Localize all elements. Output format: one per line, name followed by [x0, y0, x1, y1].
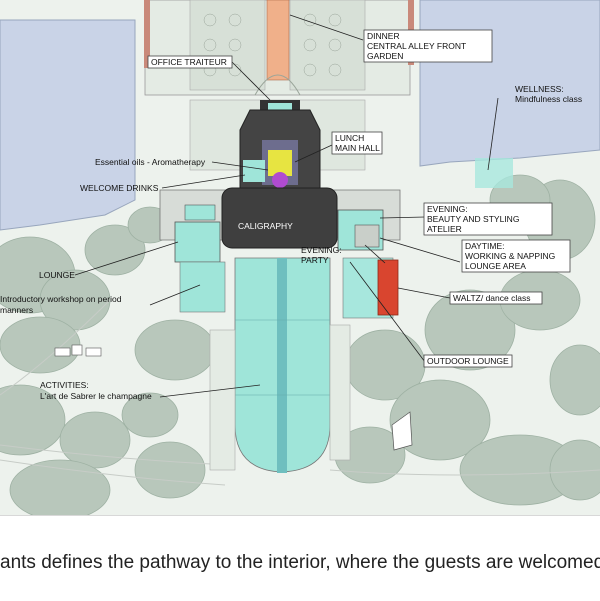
caligraphy-label: CALIGRAPHY [238, 221, 293, 231]
label-daytime: DAYTIME: WORKING & NAPPING LOUNGE AREA [461, 239, 571, 273]
right-lake [419, 0, 600, 167]
label-activities: ACTIVITIES: L'art de Sabrer le champagne [40, 380, 152, 401]
entrance-pool [268, 103, 292, 111]
label-lunch: LUNCH MAIN HALL [331, 131, 383, 155]
site-plan: DINNER CENTRAL ALLEY FRONT GARDEN OFFICE… [0, 0, 600, 515]
parterre-right [289, 0, 366, 91]
label-workshop: Introductory workshop on period manners [0, 294, 122, 315]
activities-line-2: L'art de Sabrer le champagne [40, 391, 152, 401]
wellness-line-2: Mindfulness class [515, 94, 582, 104]
lunch-line-2: MAIN HALL [335, 143, 380, 153]
label-dinner: DINNER CENTRAL ALLEY FRONT GARDEN [363, 29, 493, 63]
lounge-room [174, 221, 221, 263]
waltz-text: WALTZ/ dance class [453, 293, 530, 303]
evening-party-line-1: EVENING: [301, 245, 342, 255]
alley-arc [254, 74, 301, 96]
allee-right [329, 324, 351, 461]
waltz-floor [377, 259, 399, 316]
evening-beauty-line-2: BEAUTY AND STYLING [427, 214, 519, 224]
activities-line-1: ACTIVITIES: [40, 380, 89, 390]
atelier-fountain [354, 224, 380, 248]
evening-beauty-line-1: EVENING: [427, 204, 468, 214]
daytime-line-2: WORKING & NAPPING [465, 251, 555, 261]
label-waltz: WALTZ/ dance class [449, 291, 543, 305]
outdoor-lounge-text: OUTDOOR LOUNGE [427, 356, 509, 366]
welcome-room [243, 160, 265, 182]
left-lake [0, 19, 136, 231]
dinner-line-2: CENTRAL ALLEY FRONT [367, 41, 466, 51]
welcome-drinks-label: WELCOME DRINKS [80, 183, 159, 193]
wellness-line-1: WELLNESS: [515, 84, 564, 94]
garden-paths [0, 299, 600, 486]
evening-party-line-2: PARTY [301, 255, 329, 265]
label-evening-beauty: EVENING: BEAUTY AND STYLING ATELIER [423, 202, 553, 236]
lunch-area [268, 150, 292, 176]
label-office-traiteur: OFFICE TRAITEUR [147, 55, 233, 69]
pavilion [391, 411, 413, 451]
central-canal [277, 258, 287, 473]
evening-beauty-line-3: ATELIER [427, 224, 462, 234]
hedge-left [144, 0, 150, 68]
essential-oils-label: Essential oils - Aromatherapy [95, 157, 206, 167]
label-wellness: WELLNESS: Mindfulness class [515, 84, 582, 104]
daytime-line-3: LOUNGE AREA [465, 261, 526, 271]
caption-strip [0, 515, 600, 601]
label-outdoor-lounge: OUTDOOR LOUNGE [423, 354, 513, 368]
allee-left [209, 329, 236, 471]
dinner-line-3: GARDEN [367, 51, 403, 61]
central-alley [266, 0, 290, 81]
parterre-left [189, 0, 266, 91]
caligraphy-hall [221, 187, 338, 249]
leader-lines [74, 14, 499, 398]
wellness-zone [475, 158, 513, 188]
daytime-line-1: DAYTIME: [465, 241, 505, 251]
lunch-line-1: LUNCH [335, 133, 364, 143]
workshop-garden [179, 261, 226, 313]
side-room [184, 204, 216, 221]
workshop-line-2: manners [0, 305, 33, 315]
aromatherapy-area [272, 172, 288, 188]
office-traiteur-text: OFFICE TRAITEUR [151, 57, 227, 67]
lounge-label: LOUNGE [39, 270, 75, 280]
label-evening-party: EVENING: PARTY [301, 245, 342, 265]
workshop-line-1: Introductory workshop on period [0, 294, 122, 304]
parterre-pattern [203, 13, 342, 77]
dinner-line-1: DINNER [367, 31, 400, 41]
caption-text: ants defines the pathway to the interior… [0, 552, 600, 573]
activity-tents [54, 344, 102, 357]
